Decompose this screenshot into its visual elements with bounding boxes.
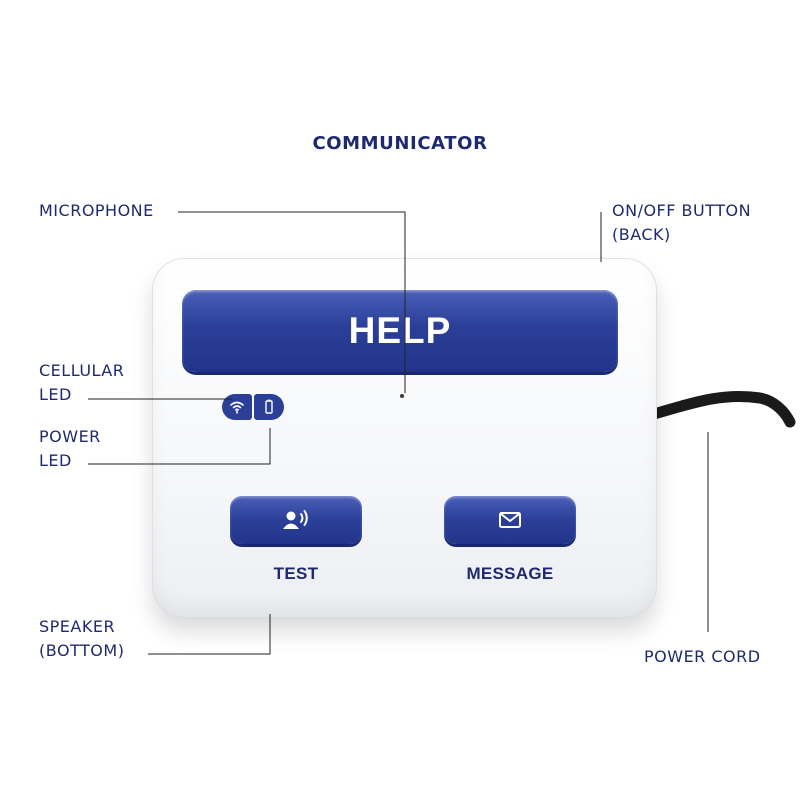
diagram-title: COMMUNICATOR [312,133,488,154]
help-button[interactable]: HELP [182,290,618,372]
message-caption: MESSAGE [466,564,554,583]
envelope-icon [499,512,521,528]
test-button[interactable] [230,496,362,544]
led-indicators [222,394,284,420]
on-off-button-label: ON/OFF BUTTON (BACK) [612,201,752,244]
power-led [254,394,284,420]
wifi-icon [230,401,244,414]
communicator-device: HELP T [152,258,657,618]
speaker-person-icon [283,510,308,529]
microphone-label: MICROPHONE [39,201,154,220]
cellular-led [222,394,252,420]
test-caption: TEST [273,564,319,583]
speaker-label: SPEAKER (BOTTOM) [39,617,125,660]
message-button[interactable] [444,496,576,544]
help-button-label: HELP [348,310,452,351]
power-led-label: POWER LED [39,427,101,470]
microphone-hole [400,394,404,398]
battery-icon [265,399,273,414]
power-cord-label: POWER CORD [644,647,761,666]
cellular-led-label: CELLULAR LED [39,361,125,404]
